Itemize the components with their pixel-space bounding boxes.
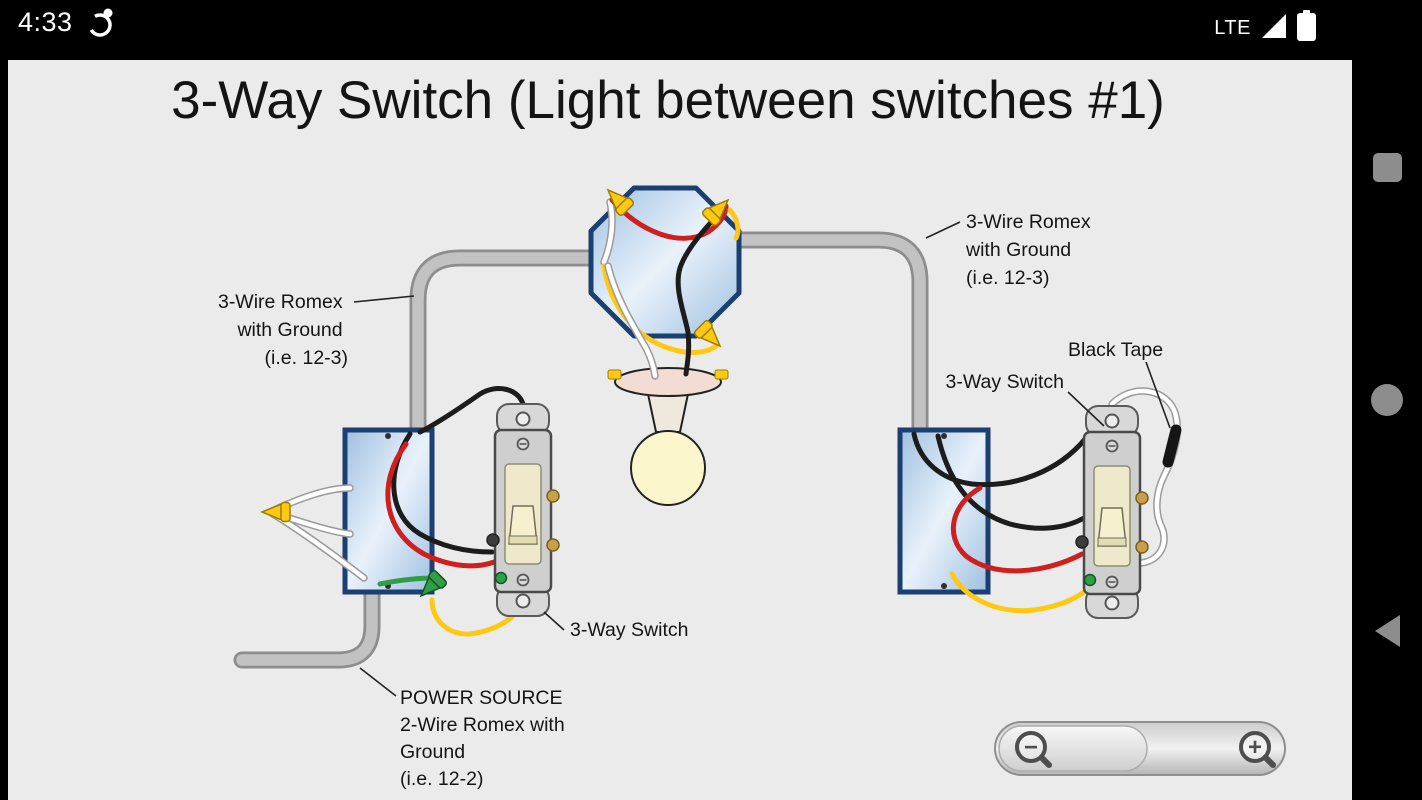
leader-romex-left — [353, 295, 415, 303]
black-tape-wrap — [1162, 424, 1182, 468]
status-bar: 4:33 LTE — [0, 0, 1422, 60]
three-way-switch-left — [485, 402, 561, 618]
label-power-source: POWER SOURCE 2-Wire Romex with Ground (i… — [400, 687, 570, 790]
wiring-diagram: 3-Way Switch (Light between switches #1) — [171, 71, 1286, 790]
light-bulb — [630, 430, 706, 506]
svg-text:−: − — [1024, 734, 1038, 761]
magnifier-plus-icon — [1239, 731, 1271, 763]
recents-square-icon — [1372, 152, 1402, 182]
wires-left — [270, 386, 526, 637]
label-romex-left: 3-Wire Romex with Ground (i.e. 12-3) — [218, 291, 348, 369]
leader-power-source — [359, 667, 397, 697]
navigation-bar — [1352, 60, 1422, 800]
ground-connector — [419, 569, 448, 598]
leader-switch-left — [543, 611, 565, 631]
conduit-right-romex — [734, 240, 920, 440]
diagram-title: 3-Way Switch (Light between switches #1) — [171, 71, 1165, 130]
label-black-tape: Black Tape — [1068, 339, 1163, 361]
status-right-cluster: LTE — [1214, 10, 1316, 46]
three-way-switch-right — [1074, 404, 1150, 620]
light-fixture — [614, 367, 722, 506]
home-circle-icon — [1371, 384, 1403, 416]
leader-lines — [353, 221, 1171, 697]
zoom-control: − + — [994, 721, 1286, 776]
switch-box-right — [897, 427, 991, 595]
leader-romex-right — [925, 221, 961, 239]
back-triangle-icon — [1374, 615, 1400, 647]
label-switch-left: 3-Way Switch — [570, 619, 688, 641]
home-button[interactable] — [1352, 370, 1422, 430]
diagram-canvas[interactable]: 3-Way Switch (Light between switches #1) — [8, 60, 1352, 800]
status-time: 4:33 — [18, 7, 73, 37]
data-saver-icon — [86, 6, 118, 47]
leader-black-tape — [1145, 361, 1171, 429]
zoom-out-button[interactable]: − — [1015, 731, 1052, 768]
switch-box-left — [342, 427, 435, 595]
back-button[interactable] — [1352, 601, 1422, 661]
signal-icon — [1261, 12, 1287, 44]
recents-button[interactable] — [1352, 137, 1422, 197]
battery-icon — [1297, 10, 1316, 46]
svg-text:+: + — [1248, 734, 1262, 761]
status-network-label: LTE — [1214, 16, 1251, 39]
zoom-in-button[interactable]: + — [1239, 731, 1276, 768]
conduit-power-source — [242, 588, 372, 660]
lamp-terminal-right — [714, 369, 729, 380]
ceiling-box — [588, 185, 742, 339]
wires-ceiling-box — [604, 197, 741, 380]
magnifier-minus-icon — [1015, 731, 1047, 763]
label-switch-right: 3-Way Switch — [946, 371, 1064, 393]
leader-switch-right — [1067, 391, 1105, 427]
lamp-terminal-left — [607, 369, 622, 380]
wires-right — [911, 391, 1177, 614]
fixture-base — [614, 367, 722, 397]
label-romex-right: 3-Wire Romex with Ground (i.e. 12-3) — [965, 211, 1096, 289]
